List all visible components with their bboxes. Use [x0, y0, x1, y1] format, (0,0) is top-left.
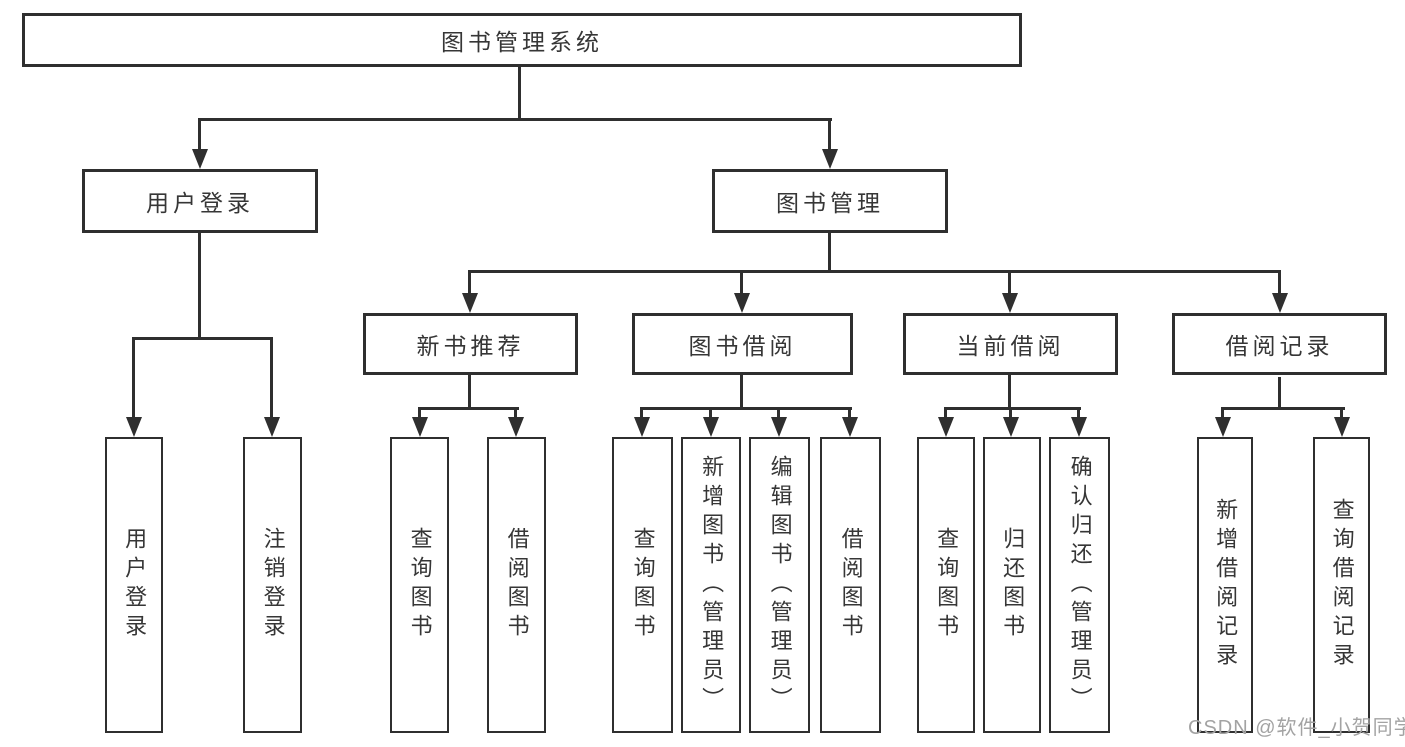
- connector-vline: [740, 375, 743, 410]
- connector-vline: [418, 407, 421, 419]
- connector-vline: [198, 233, 201, 340]
- node-label: 图书借阅: [688, 333, 797, 359]
- leaf-user-login: 用户登录: [105, 437, 163, 733]
- connector-vline: [740, 270, 743, 296]
- arrowhead-icon: [412, 417, 428, 437]
- arrowhead-icon: [1003, 417, 1019, 437]
- connector-vline: [132, 337, 135, 420]
- leaf-label: 查询图书: [934, 527, 960, 643]
- arrowhead-icon: [1334, 417, 1350, 437]
- connector-vline: [1009, 407, 1012, 419]
- connector-vline: [1008, 375, 1011, 410]
- connector-vline: [518, 67, 521, 121]
- leaf-label: 编辑图书（管理员）: [767, 454, 793, 716]
- arrowhead-icon: [771, 417, 787, 437]
- arrowhead-icon: [264, 417, 280, 437]
- connector-vline: [514, 407, 517, 419]
- leaf-label: 新增图书（管理员）: [699, 454, 725, 716]
- connector-vline: [1278, 270, 1281, 296]
- watermark: CSDN @软件_小贺同学: [1188, 717, 1405, 739]
- arrowhead-icon: [703, 417, 719, 437]
- connector-vline: [1077, 407, 1080, 419]
- leaf-return-books: 归还图书: [983, 437, 1041, 733]
- leaf-label: 归还图书: [1000, 527, 1026, 643]
- leaf-label: 查询图书: [630, 527, 656, 643]
- arrowhead-icon: [462, 293, 478, 313]
- leaf-label: 借阅图书: [838, 527, 864, 643]
- connector-hline: [198, 118, 832, 121]
- node-current-borrow: 当前借阅: [903, 313, 1118, 375]
- node-root: 图书管理系统: [22, 13, 1022, 67]
- leaf-borrow-books-recommend: 借阅图书: [487, 437, 546, 733]
- node-label: 图书管理: [776, 190, 884, 216]
- connector-vline: [777, 407, 780, 419]
- leaf-borrow-books: 借阅图书: [820, 437, 881, 733]
- leaf-query-books-borrow: 查询图书: [612, 437, 673, 733]
- leaf-add-borrow-record: 新增借阅记录: [1197, 437, 1253, 733]
- connector-hline: [640, 407, 852, 410]
- leaf-label: 查询图书: [407, 527, 433, 643]
- node-label: 当前借阅: [956, 333, 1065, 359]
- leaf-logout: 注销登录: [243, 437, 302, 733]
- arrowhead-icon: [1215, 417, 1231, 437]
- connector-vline: [828, 118, 831, 152]
- leaf-label: 借阅图书: [504, 527, 530, 643]
- node-user-login: 用户登录: [82, 169, 318, 233]
- connector-vline: [468, 375, 471, 410]
- arrowhead-icon: [1272, 293, 1288, 313]
- node-label: 用户登录: [146, 190, 254, 216]
- arrowhead-icon: [192, 149, 208, 169]
- connector-hline: [944, 407, 1081, 410]
- connector-hline: [468, 270, 1281, 273]
- leaf-query-books-recommend: 查询图书: [390, 437, 449, 733]
- arrowhead-icon: [822, 149, 838, 169]
- connector-vline: [198, 118, 201, 152]
- leaf-label: 用户登录: [122, 527, 148, 643]
- arrowhead-icon: [1071, 417, 1087, 437]
- connector-vline: [828, 233, 831, 273]
- connector-hline: [1221, 407, 1345, 410]
- connector-vline: [1278, 377, 1281, 410]
- leaf-query-borrow-record: 查询借阅记录: [1313, 437, 1370, 733]
- connector-vline: [1340, 407, 1343, 419]
- arrowhead-icon: [842, 417, 858, 437]
- arrowhead-icon: [508, 417, 524, 437]
- node-book-management: 图书管理: [712, 169, 948, 233]
- arrowhead-icon: [734, 293, 750, 313]
- leaf-label: 查询借阅记录: [1329, 498, 1355, 672]
- connector-vline: [848, 407, 851, 419]
- connector-hline: [132, 337, 273, 340]
- connector-vline: [1221, 407, 1224, 419]
- connector-hline: [418, 407, 519, 410]
- leaf-add-book-admin: 新增图书（管理员）: [681, 437, 741, 733]
- node-new-book-recommend: 新书推荐: [363, 313, 578, 375]
- arrowhead-icon: [938, 417, 954, 437]
- connector-vline: [1008, 270, 1011, 296]
- arrowhead-icon: [1002, 293, 1018, 313]
- connector-vline: [270, 337, 273, 420]
- node-label: 借阅记录: [1225, 333, 1334, 359]
- leaf-label: 确认归还（管理员）: [1067, 454, 1093, 716]
- node-label: 图书管理系统: [441, 29, 603, 55]
- node-book-borrow: 图书借阅: [632, 313, 853, 375]
- leaf-edit-book-admin: 编辑图书（管理员）: [749, 437, 810, 733]
- arrowhead-icon: [634, 417, 650, 437]
- node-borrow-records: 借阅记录: [1172, 313, 1387, 375]
- leaf-label: 新增借阅记录: [1213, 498, 1239, 672]
- connector-vline: [709, 407, 712, 419]
- connector-vline: [468, 270, 471, 296]
- leaf-query-books-current: 查询图书: [917, 437, 975, 733]
- connector-vline: [640, 407, 643, 419]
- leaf-confirm-return-admin: 确认归还（管理员）: [1049, 437, 1110, 733]
- leaf-label: 注销登录: [260, 527, 286, 643]
- arrowhead-icon: [126, 417, 142, 437]
- node-label: 新书推荐: [416, 333, 525, 359]
- connector-vline: [944, 407, 947, 419]
